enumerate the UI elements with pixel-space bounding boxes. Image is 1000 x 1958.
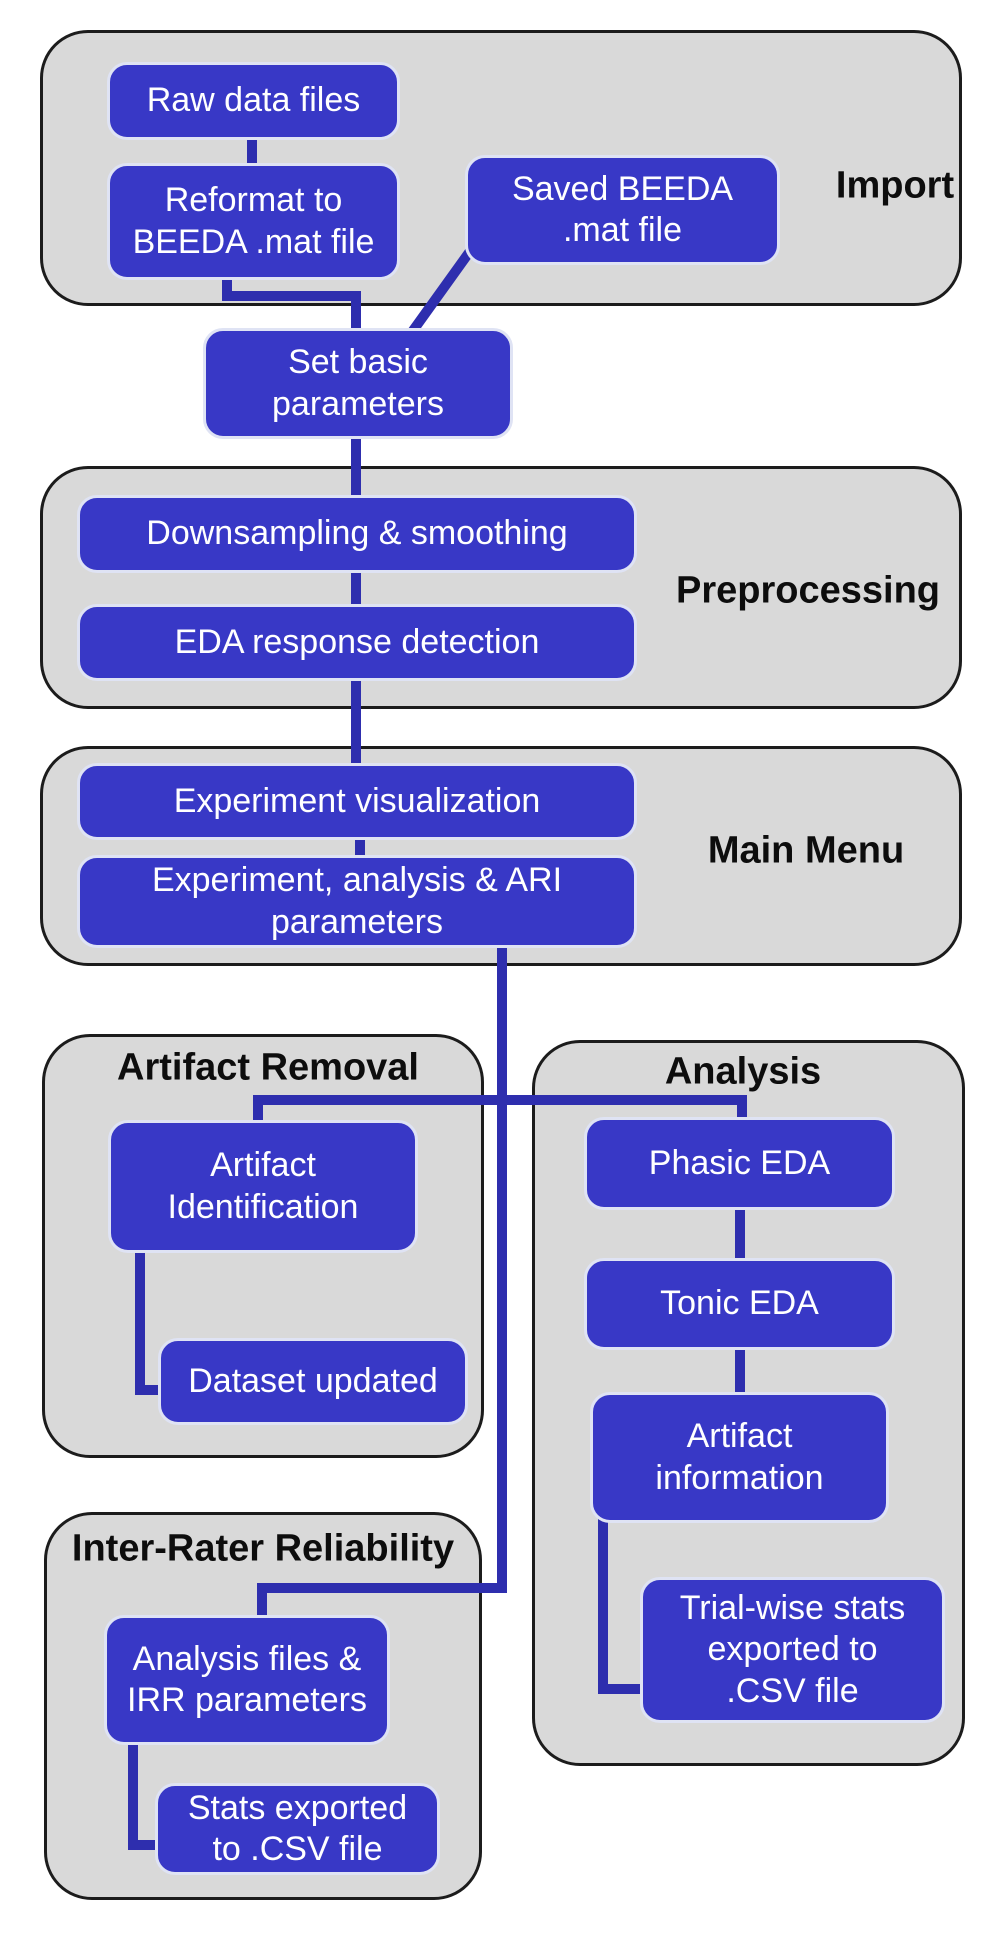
node-dataset-updated: Dataset updated (158, 1338, 468, 1425)
node-tonic-eda: Tonic EDA (584, 1258, 895, 1350)
node-reformat-to-beeda-mat-file: Reformat to BEEDA .mat file (107, 163, 400, 280)
node-experiment-visualization: Experiment visualization (77, 763, 637, 840)
node-text: Trial-wise stats (679, 1588, 906, 1627)
node-text: to .CSV file (212, 1830, 383, 1868)
node-text: Saved BEEDA (511, 169, 734, 208)
node-text: Identification (167, 1187, 359, 1226)
node-artifact-identification: Artifact Identification (108, 1120, 418, 1253)
node-text: Raw data files (146, 81, 361, 120)
node-analysis-files-irr-parameters: Analysis files & IRR parameters (104, 1615, 390, 1745)
node-text: Phasic EDA (648, 1143, 831, 1182)
node-text: Experiment visualization (173, 781, 541, 820)
section-label-main-menu: Main Menu (707, 829, 905, 872)
node-saved-beeda-mat-file: Saved BEEDA .mat file (465, 155, 780, 265)
node-phasic-eda: Phasic EDA (584, 1117, 895, 1210)
node-text: Analysis files & (132, 1639, 362, 1678)
node-text: .mat file (562, 211, 683, 249)
node-set-basic-parameters: Set basic parameters (203, 328, 513, 439)
node-text: Set basic (288, 343, 428, 382)
section-label-artifact-removal: Artifact Removal (117, 1046, 419, 1089)
section-label-import: Import (835, 164, 955, 207)
node-text: Tonic EDA (660, 1284, 819, 1323)
section-label-preprocessing: Preprocessing (676, 569, 940, 612)
section-label-inter-rater-reliability: Inter-Rater Reliability (71, 1527, 455, 1570)
node-text: Artifact (686, 1417, 793, 1456)
node-experiment-analysis-ari-parameters: Experiment, analysis & ARI parameters (77, 855, 637, 948)
section-label-analysis: Analysis (664, 1050, 822, 1093)
node-raw-data-files: Raw data files (107, 62, 400, 140)
node-text: parameters (271, 902, 443, 941)
node-text: IRR parameters (127, 1681, 367, 1719)
node-text: .CSV file (726, 1671, 859, 1710)
node-text: Stats exported (187, 1788, 408, 1827)
node-downsampling-and-smoothing: Downsampling & smoothing (77, 495, 637, 573)
node-text: BEEDA .mat file (132, 222, 375, 261)
node-text: exported to (707, 1630, 878, 1669)
node-text: information (655, 1458, 824, 1497)
node-text: Artifact (210, 1146, 316, 1185)
node-stats-exported-csv: Stats exported to .CSV file (155, 1783, 440, 1875)
node-text: Downsampling & smoothing (146, 514, 568, 553)
node-text: Experiment, analysis & ARI (151, 861, 563, 900)
node-text: EDA response detection (174, 622, 540, 661)
node-artifact-information: Artifact information (590, 1392, 889, 1523)
node-text: Dataset updated (188, 1361, 438, 1400)
node-text: Reformat to (164, 181, 343, 220)
node-text: parameters (272, 384, 444, 423)
node-eda-response-detection: EDA response detection (77, 604, 637, 681)
node-trial-wise-stats-exported-csv: Trial-wise stats exported to .CSV file (640, 1577, 945, 1723)
